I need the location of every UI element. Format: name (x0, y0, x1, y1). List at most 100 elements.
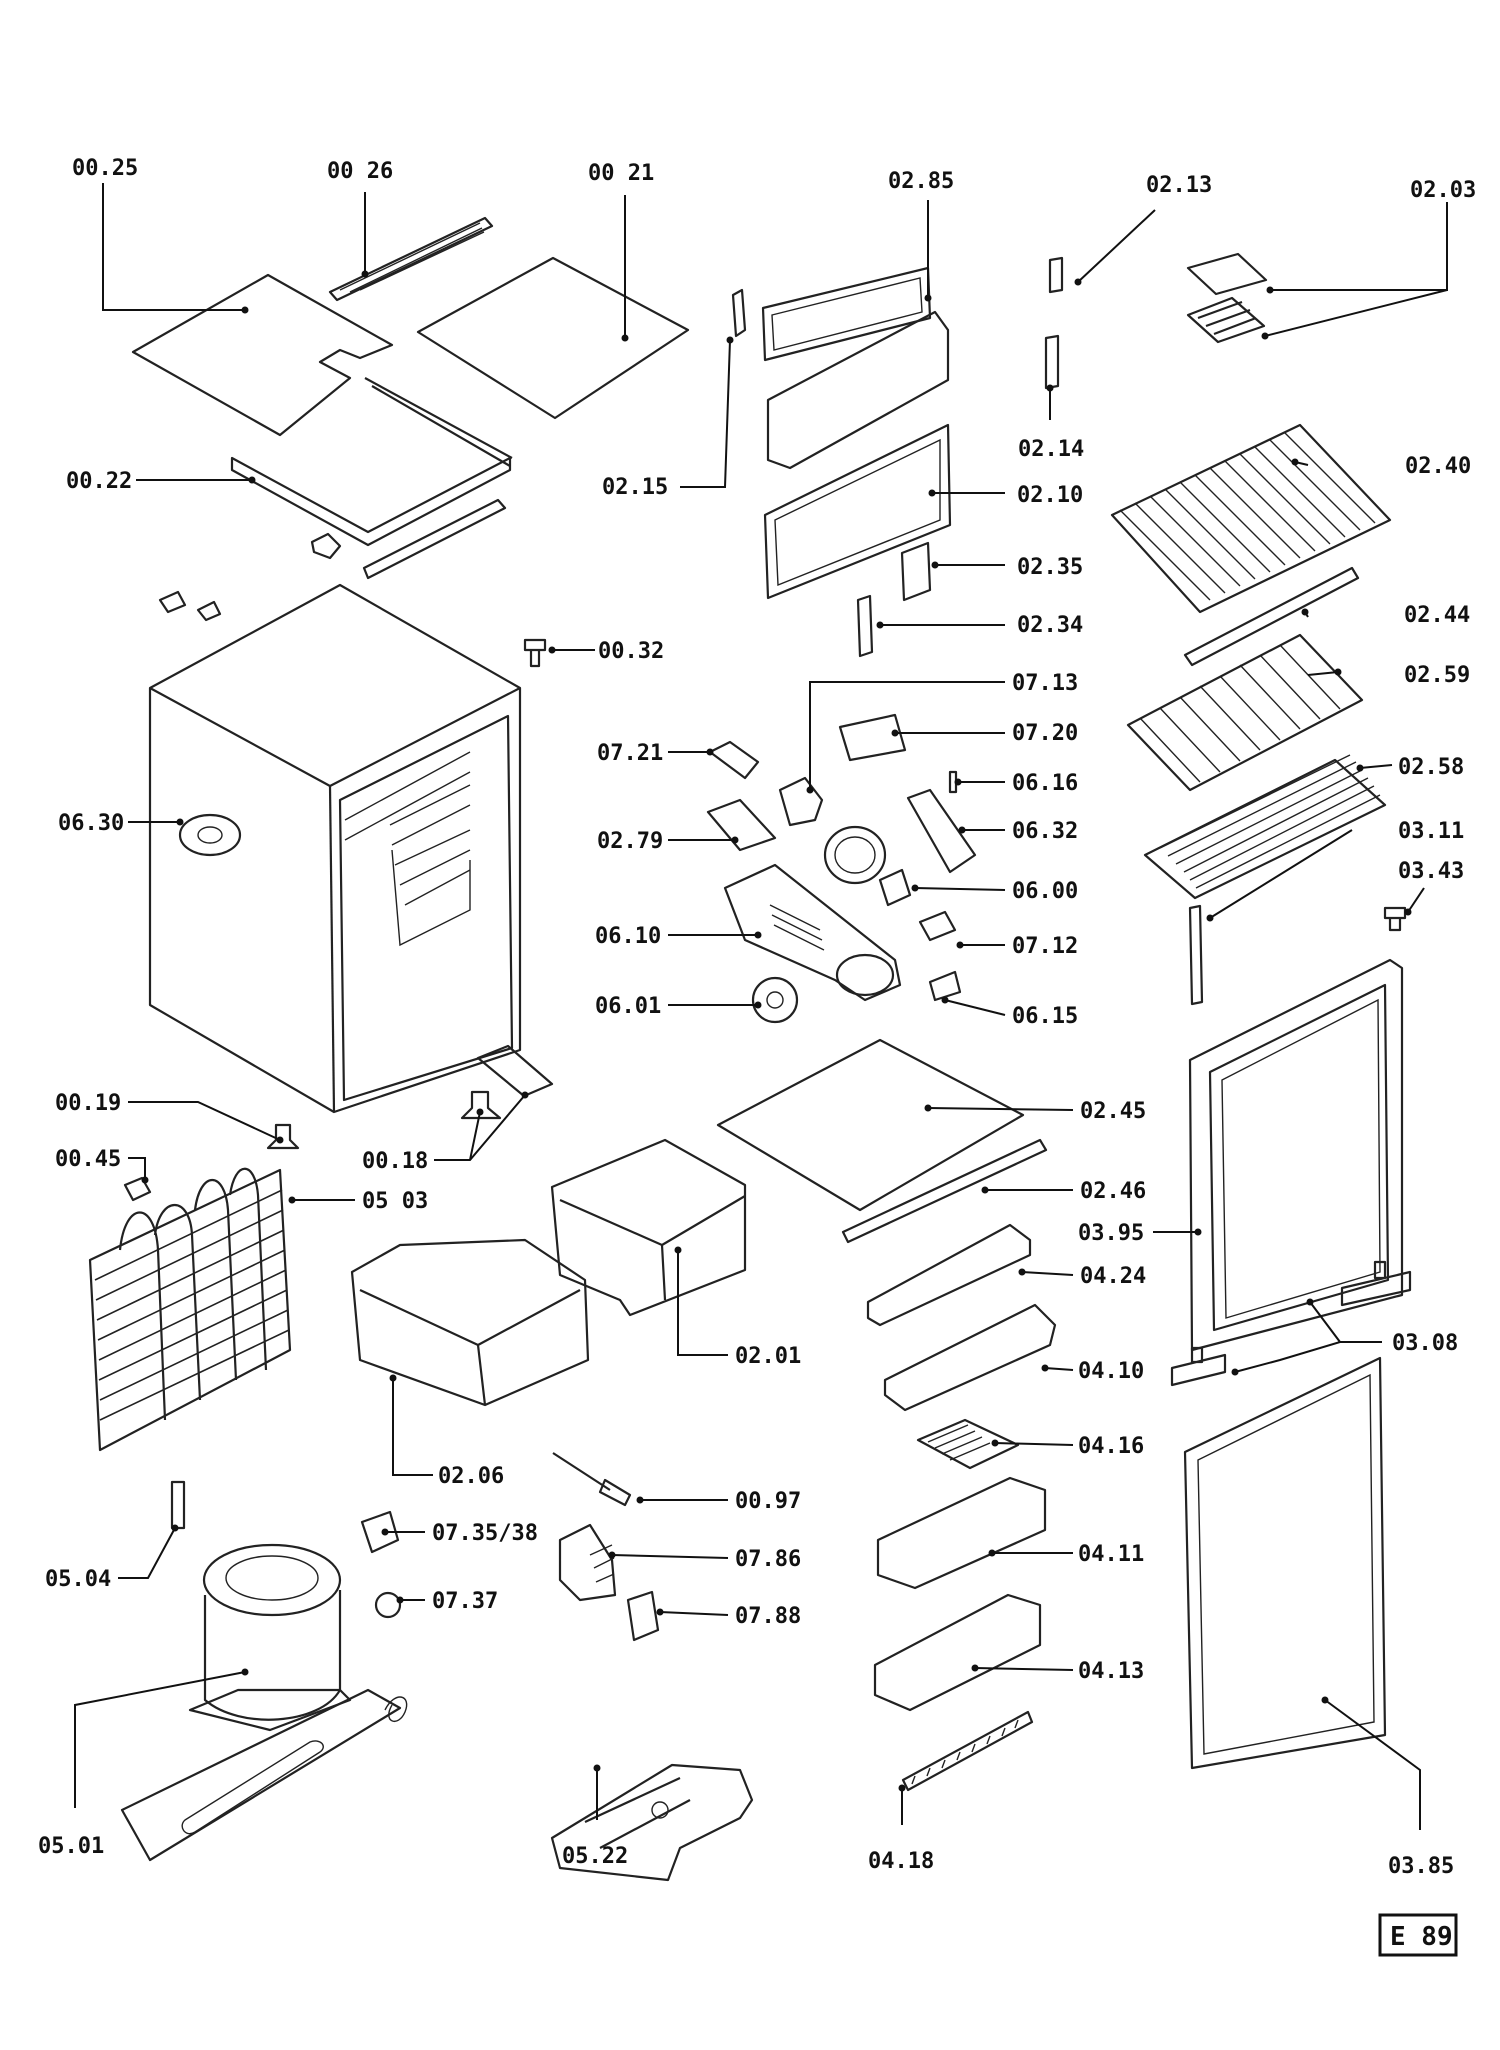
label-07-37: 07.37 (432, 1589, 498, 1614)
part-cabinet (148, 583, 522, 1114)
part-screw (523, 638, 547, 668)
label-07-86: 07.86 (735, 1547, 801, 1572)
part-wire-shelf-low (1143, 754, 1387, 900)
part-cover-sheet (416, 256, 690, 420)
part-freezer-hinge (731, 288, 747, 338)
part-lamp-cover (838, 713, 907, 762)
part-top-panel (131, 273, 394, 437)
part-hinge-14 (1044, 334, 1060, 390)
label-02-59: 02.59 (1404, 663, 1470, 688)
part-wire-shelf-mid (1126, 633, 1364, 792)
part-switch-712 (918, 910, 957, 942)
part-door-bin-411 (876, 1476, 1047, 1590)
label-07-20: 07.20 (1012, 721, 1078, 746)
label-04-10: 04.10 (1078, 1359, 1144, 1384)
label-02-79: 02.79 (597, 829, 663, 854)
label-00-21: 00 21 (588, 161, 654, 186)
part-drier (170, 1480, 186, 1530)
part-sensor-cable (552, 1452, 632, 1507)
part-door-gasket (1183, 1356, 1387, 1770)
part-wheel (751, 976, 799, 1024)
part-compressor (120, 1543, 402, 1862)
label-07-12: 07.12 (1012, 934, 1078, 959)
part-fan-ring (823, 825, 887, 885)
label-02-14: 02.14 (1018, 437, 1084, 462)
label-00-18: 00.18 (362, 1149, 428, 1174)
label-04-11: 04.11 (1078, 1542, 1144, 1567)
label-03-95: 03.95 (1078, 1221, 1144, 1246)
part-clip-616 (948, 770, 958, 794)
label-07-88: 07.88 (735, 1604, 801, 1629)
label-02-01: 02.01 (735, 1344, 801, 1369)
part-fan-housing (723, 863, 902, 1002)
leader-lines (74, 183, 1448, 1830)
label-06-15: 06.15 (1012, 1004, 1078, 1029)
label-07-35-38: 07.35/38 (432, 1521, 538, 1546)
label-02-34: 02.34 (1017, 613, 1083, 638)
part-fan-bracket (906, 788, 977, 874)
part-base-tray (550, 1763, 754, 1882)
label-00-26: 00 26 (327, 159, 393, 184)
part-door (1188, 958, 1404, 1352)
part-door-bin-413 (873, 1593, 1042, 1712)
label-00-19: 00.19 (55, 1091, 121, 1116)
part-ice-tray (1186, 252, 1268, 296)
part-capacitor-788 (626, 1590, 660, 1642)
part-hinge-lower (1170, 1346, 1227, 1387)
label-02-85: 02.85 (888, 169, 954, 194)
part-grommet (123, 1176, 152, 1202)
part-shelf-support (1188, 904, 1204, 1006)
part-coil-wire (384, 1696, 408, 1722)
label-02-10: 02.10 (1017, 483, 1083, 508)
label-06-32: 06.32 (1012, 819, 1078, 844)
part-freezer-flap (761, 266, 932, 362)
part-door-shelf-410 (883, 1303, 1057, 1412)
label-02-03: 02.03 (1410, 178, 1476, 203)
label-05-22: 05.22 (562, 1844, 628, 1869)
label-00-25: 00.25 (72, 156, 138, 181)
part-bottom-strip (362, 498, 507, 580)
part-button-343 (1383, 906, 1407, 932)
part-condenser (88, 1167, 292, 1452)
label-02-35: 02.35 (1017, 555, 1083, 580)
part-ice-grid (1186, 296, 1266, 344)
badge-text: E 89 (1390, 1922, 1453, 1952)
label-07-13: 07.13 (1012, 671, 1078, 696)
label-06-30: 06.30 (58, 811, 124, 836)
label-00-22: 00.22 (66, 469, 132, 494)
part-overload-737 (374, 1591, 402, 1619)
part-fan-motor (878, 868, 912, 907)
label-02-45: 02.45 (1080, 1099, 1146, 1124)
label-06-01: 06.01 (595, 994, 661, 1019)
label-06-10: 06.10 (595, 924, 661, 949)
part-latch-035 (900, 541, 932, 602)
part-glass-shelf (716, 1038, 1025, 1212)
label-02-06: 02.06 (438, 1464, 504, 1489)
part-grille-418 (901, 1710, 1034, 1792)
label-05-01: 05.01 (38, 1834, 104, 1859)
part-shelf-trim-244 (1183, 566, 1360, 667)
part-freezer-door (763, 423, 952, 600)
part-top-grille (328, 216, 494, 302)
label-00-97: 00.97 (735, 1489, 801, 1514)
label-04-16: 04.16 (1078, 1434, 1144, 1459)
label-02-58: 02.58 (1398, 755, 1464, 780)
part-switch-615 (928, 970, 962, 1002)
label-00-32: 00.32 (598, 639, 664, 664)
part-latch-034 (856, 594, 874, 658)
part-door-shelf-424 (866, 1223, 1032, 1327)
part-clip (310, 532, 342, 560)
part-hinge-plate (476, 1044, 554, 1098)
label-05-03: 05 03 (362, 1189, 428, 1214)
label-03-85: 03.85 (1388, 1854, 1454, 1879)
page-badge: E 89 (1378, 1913, 1458, 1957)
label-00-45: 00.45 (55, 1147, 121, 1172)
part-crisper-front (350, 1238, 590, 1407)
label-03-11: 03.11 (1398, 819, 1464, 844)
part-drawings (88, 216, 1412, 1882)
part-thermostat-knob (708, 740, 760, 780)
part-relay-786 (558, 1523, 617, 1602)
label-06-00: 06.00 (1012, 879, 1078, 904)
label-05-04: 05.04 (45, 1567, 111, 1592)
